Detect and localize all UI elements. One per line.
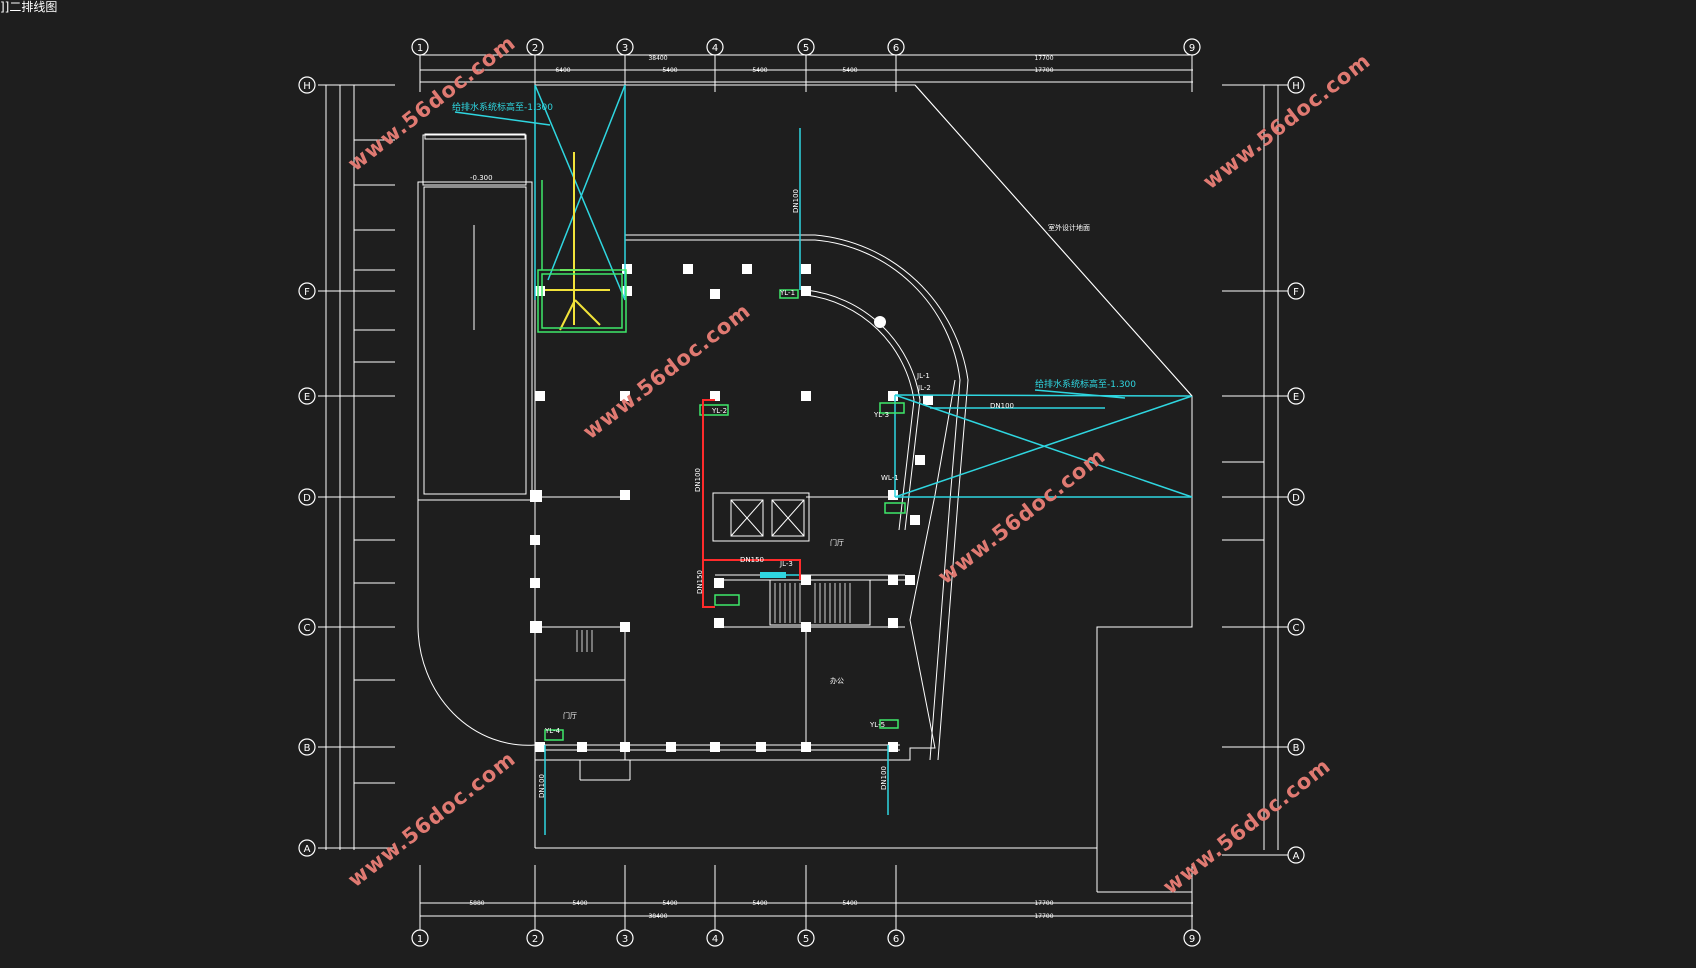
dim-bot-2: 5400 xyxy=(572,900,587,907)
dim-bot-6: 17700 xyxy=(1034,900,1053,907)
axis-row-b: B xyxy=(304,743,311,754)
watermark-2: www.56doc.com xyxy=(1198,48,1375,194)
pipe-dn150: DN150 xyxy=(740,556,764,564)
axis-col-5: 5 xyxy=(803,43,809,54)
axis-row-h-right: H xyxy=(1292,81,1300,92)
label-wl1: WL-1 xyxy=(881,474,899,482)
elevation-note-right: 给排水系统标高至-1.300 xyxy=(1035,378,1136,390)
watermark-6: www.56doc.com xyxy=(1158,753,1335,899)
axis-col-2-bottom: 2 xyxy=(532,934,538,945)
room-label-lobby: 门厅 xyxy=(830,538,844,547)
label-jl3: JL-3 xyxy=(779,560,793,568)
axis-col-3: 3 xyxy=(622,43,628,54)
dim-bot-5: 5400 xyxy=(842,900,857,907)
drainage-pipes xyxy=(454,84,1193,835)
axis-col-2: 2 xyxy=(532,43,538,54)
axis-col-6: 6 xyxy=(893,43,899,54)
axis-row-b-right: B xyxy=(1293,743,1300,754)
label-yl3: YL-3 xyxy=(873,411,889,419)
drawing-title: ]]二排线图 xyxy=(0,0,58,14)
axis-row-f-right: F xyxy=(1293,287,1299,298)
dim-bot-4: 5400 xyxy=(752,900,767,907)
watermark-5: www.56doc.com xyxy=(343,746,520,892)
dim-top-1: 6400 xyxy=(555,67,570,74)
axis-row-h: H xyxy=(303,81,311,92)
dim-bot-total: 38400 xyxy=(648,913,667,920)
dim-top-17700: 17700 xyxy=(1034,55,1053,62)
axis-col-9-bottom: 9 xyxy=(1189,934,1195,945)
axis-row-a-right: A xyxy=(1293,851,1300,862)
elev-note-left: -0.300 xyxy=(470,174,493,182)
axis-col-3-bottom: 3 xyxy=(622,934,628,945)
watermark-3: www.56doc.com xyxy=(578,298,755,444)
site-boundary xyxy=(535,84,1193,892)
dim-top-total: 38400 xyxy=(648,55,667,62)
axis-col-1-bottom: 1 xyxy=(417,934,423,945)
elevation-note-top: 给排水系统标高至-1.300 xyxy=(452,101,553,113)
axis-col-4: 4 xyxy=(712,43,718,54)
axis-row-e-right: E xyxy=(1293,392,1299,403)
pipe-dn100-bottom-left: DN100 xyxy=(538,774,546,798)
label-jl2: JL-2 xyxy=(917,384,931,392)
axis-col-1: 1 xyxy=(417,43,423,54)
axis-row-c: C xyxy=(304,623,311,634)
label-yl5: YL-5 xyxy=(869,721,885,729)
toilet-room xyxy=(537,180,906,741)
dim-bot-3: 5400 xyxy=(662,900,677,907)
room-label-office: 办公 xyxy=(830,676,844,685)
axis-col-4-bottom: 4 xyxy=(712,934,718,945)
fire-pipes xyxy=(702,399,801,608)
label-yl1: YL-1 xyxy=(779,289,795,297)
structural-columns xyxy=(530,264,933,752)
axis-col-6-bottom: 6 xyxy=(893,934,899,945)
label-yl2: YL-2 xyxy=(711,407,727,415)
slope-note: 室外设计地面 xyxy=(1048,223,1090,232)
dim-bot-1: 5880 xyxy=(469,900,484,907)
pipe-dn150-v: DN150 xyxy=(696,570,704,594)
room-label-lobby-2: 门厅 xyxy=(563,711,577,720)
dim-top-4: 5400 xyxy=(842,67,857,74)
axis-row-d-right: D xyxy=(1292,493,1300,504)
axis-col-9: 9 xyxy=(1189,43,1195,54)
axis-row-f: F xyxy=(304,287,310,298)
pipe-dn100-top: DN100 xyxy=(792,189,800,213)
pipe-dn100-bottom-right: DN100 xyxy=(880,766,888,790)
watermark-4: www.56doc.com xyxy=(933,443,1110,589)
axis-row-c-right: C xyxy=(1293,623,1300,634)
axis-row-d: D xyxy=(303,493,311,504)
dim-top-3: 5400 xyxy=(752,67,767,74)
label-jl1: JL-1 xyxy=(916,372,930,380)
label-yl4: YL-4 xyxy=(544,727,561,735)
axis-col-5-bottom: 5 xyxy=(803,934,809,945)
dim-bot-17700: 17700 xyxy=(1034,913,1053,920)
dim-top-17700-b: 17700 xyxy=(1034,67,1053,74)
dim-top-2: 5400 xyxy=(662,67,677,74)
axis-row-e: E xyxy=(304,392,310,403)
axis-bubbles xyxy=(298,38,1305,947)
pipe-dn100-right: DN100 xyxy=(990,402,1014,410)
axis-row-a: A xyxy=(304,844,311,855)
pipe-dn100-mid: DN100 xyxy=(694,468,702,492)
